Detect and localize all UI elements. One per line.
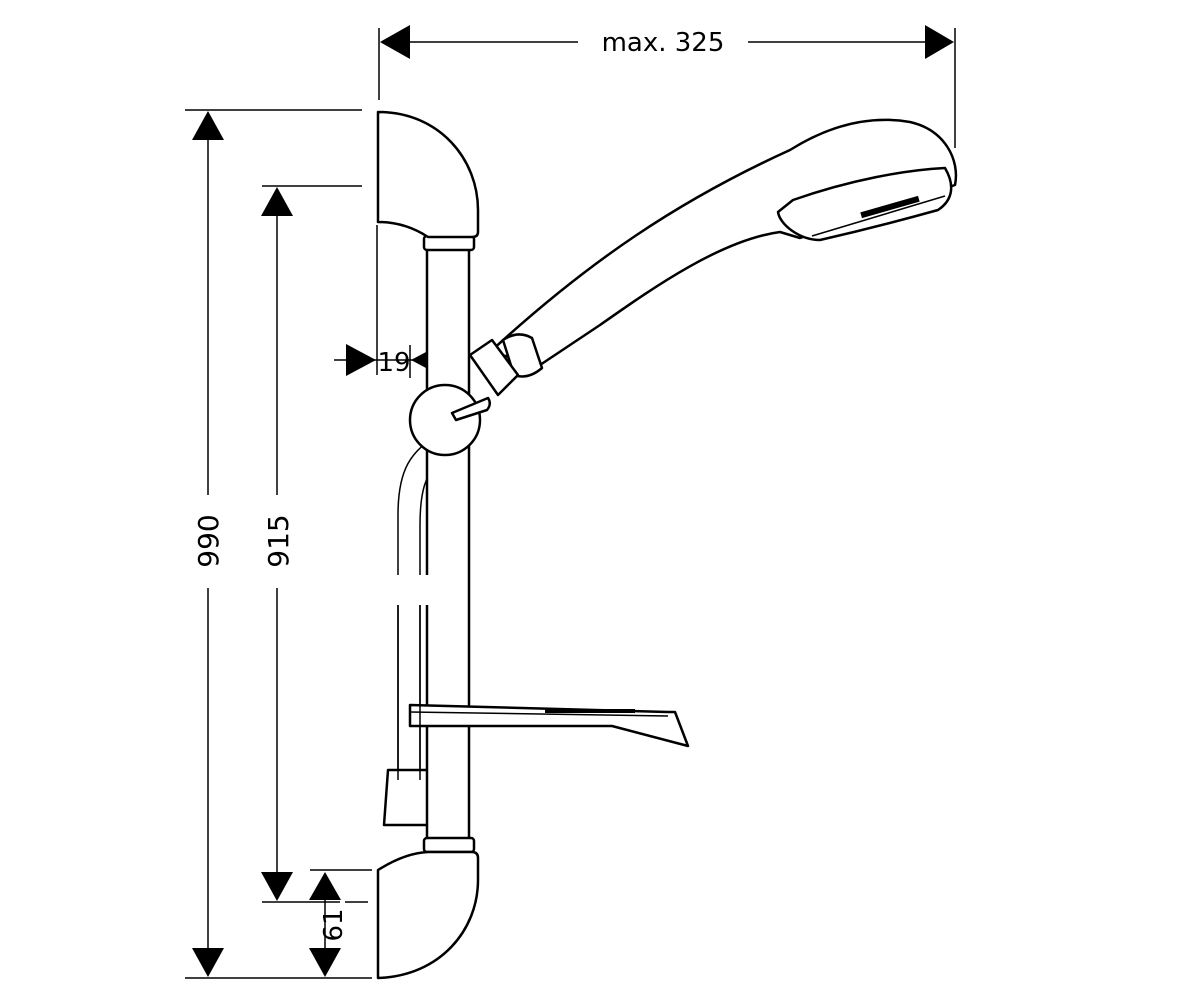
total-height-dimension: 990 [185,109,372,979]
hand-shower-head [776,166,953,242]
rail-length-dimension: 915 [261,185,362,903]
top-wall-bracket [376,110,480,239]
hand-shower-nozzles [860,195,920,219]
bracket-height-arrow-top [309,872,341,900]
hand-shower-face-line [811,195,946,237]
width-arrow-right [925,25,954,59]
rail-bar [425,238,471,847]
width-label: max. 325 [602,28,725,58]
bracket-height-label: 61 [319,908,349,941]
soap-dish [408,703,690,748]
hand-shower [468,118,958,397]
rail-length-arrow-top [261,187,293,216]
bracket-height-dimension: 61 [309,869,372,977]
wall-offset-arrow-left [346,344,376,376]
soap-dish-grate [545,709,635,713]
hand-shower-handle [488,118,958,367]
slider-lever [450,396,491,422]
total-height-arrow-bottom [192,948,224,977]
wall-offset-label: 19 [377,348,410,378]
slider-knob [408,383,482,457]
total-height-arrow-top [192,111,224,140]
bottom-wall-bracket [376,850,480,980]
hose-break-gap [395,575,435,605]
rail-bottom-cap [422,836,476,854]
slider-holder [408,383,491,457]
width-arrow-left [380,25,410,59]
rail-length-label: 915 [262,514,295,567]
bracket-height-arrow-bottom [309,948,341,977]
hand-shower-joint [468,338,520,397]
hose-connector [382,768,432,827]
width-dimension: max. 325 [378,25,956,148]
rail-length-arrow-bottom [261,872,293,901]
soap-dish-rim [409,711,669,717]
slide-rail [422,234,476,854]
total-height-label: 990 [192,514,225,567]
